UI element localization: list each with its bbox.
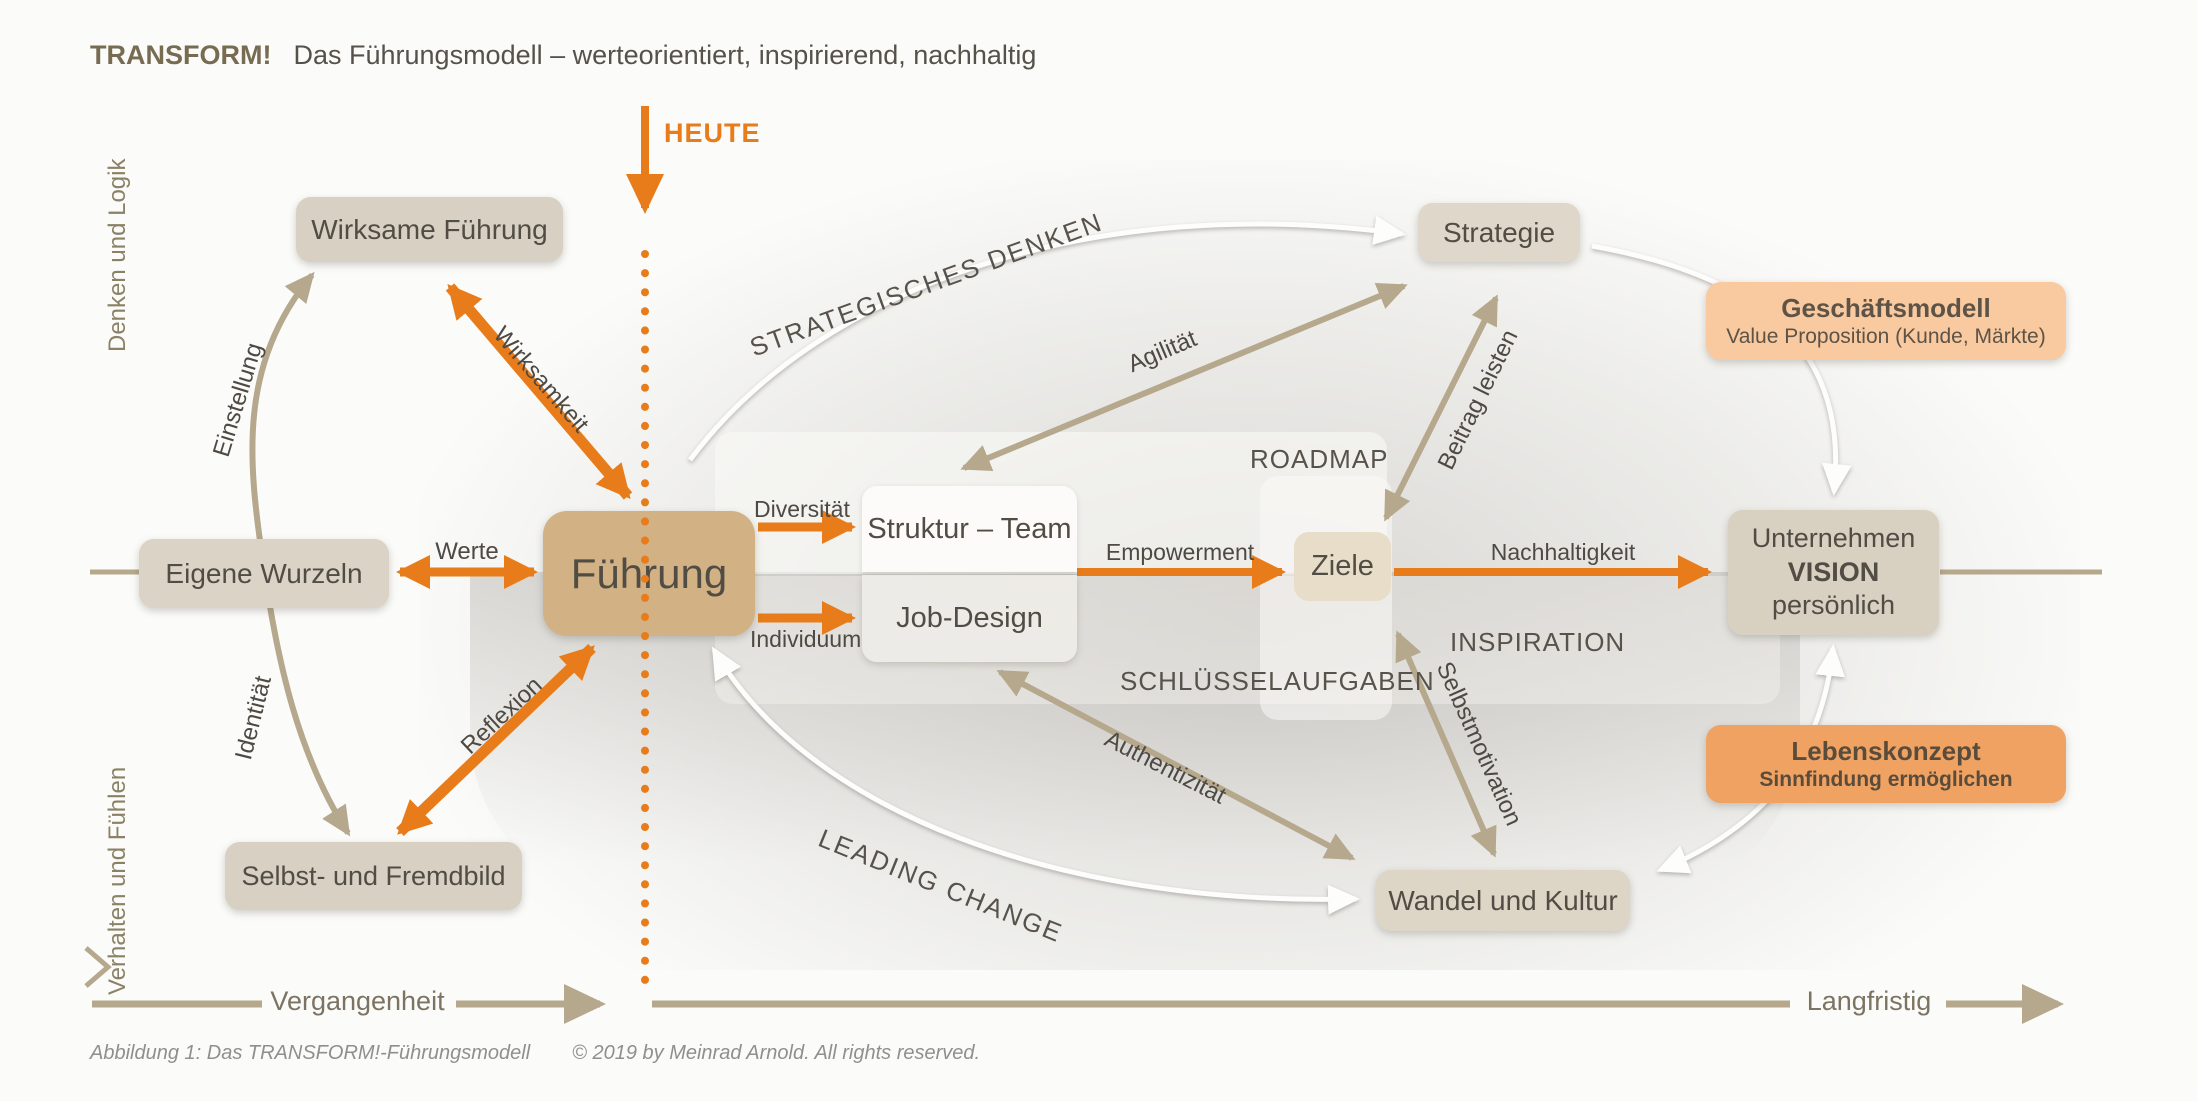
geschaeftsmodell-subtitle: Value Proposition (Kunde, Märkte) <box>1726 325 2046 349</box>
axis-verhalten-und-fuehlen: Verhalten und Fühlen <box>104 766 131 995</box>
node-wandel-kultur: Wandel und Kultur <box>1376 870 1630 931</box>
node-ziele: Ziele <box>1294 532 1391 601</box>
caption-figure: Abbildung 1: Das TRANSFORM!-Führungsmode… <box>90 1042 531 1064</box>
node-job-design: Job-Design <box>862 575 1077 662</box>
brand-name: TRANSFORM! <box>90 40 272 70</box>
label-werte: Werte <box>435 538 499 565</box>
label-individuum: Individuum <box>750 626 862 652</box>
node-selbst-fremdbild-label: Selbst- und Fremdbild <box>241 860 506 891</box>
label-agilitaet: Agilität <box>1123 325 1201 379</box>
label-reflexion: Reflexion <box>455 671 548 760</box>
node-unternehmen-vision: Unternehmen VISION persönlich <box>1728 510 1939 635</box>
figure-caption: Abbildung 1: Das TRANSFORM!-Führungsmode… <box>90 1042 980 1065</box>
node-struktur-team: Struktur – Team <box>862 486 1077 572</box>
vision-line-unternehmen: Unternehmen <box>1751 522 1916 553</box>
zone-leading-change: LEADING CHANGE <box>814 822 1068 949</box>
node-lebenskonzept: Lebenskonzept Sinnfindung ermöglichen <box>1706 725 2066 803</box>
label-beitrag-leisten: Beitrag leisten <box>1432 325 1524 475</box>
zone-schluesselaufgaben: SCHLÜSSELAUFGABEN <box>1120 666 1435 696</box>
node-selbst-fremdbild: Selbst- und Fremdbild <box>225 842 522 910</box>
geschaeftsmodell-title: Geschäftsmodell <box>1781 292 1991 323</box>
axis-langfristig: Langfristig <box>1806 986 1932 1016</box>
caption-copyright: © 2019 by Meinrad Arnold. All rights res… <box>572 1042 981 1064</box>
zone-strategisches-denken: STRATEGISCHES DENKEN <box>745 206 1107 363</box>
node-struktur-team-label: Struktur – Team <box>867 512 1072 545</box>
node-ziele-label: Ziele <box>1311 550 1374 582</box>
node-wirksame-fuehrung: Wirksame Führung <box>296 197 563 262</box>
zone-inspiration: INSPIRATION <box>1450 627 1626 657</box>
axis-heute: HEUTE <box>664 118 761 148</box>
lebenskonzept-subtitle: Sinnfindung ermöglichen <box>1759 768 2013 792</box>
vision-line-persoenlich: persönlich <box>1771 590 1896 621</box>
node-job-design-label: Job-Design <box>896 602 1043 634</box>
node-geschaeftsmodell: Geschäftsmodell Value Proposition (Kunde… <box>1706 282 2066 360</box>
label-nachhaltigkeit: Nachhaltigkeit <box>1490 539 1636 565</box>
label-wirksamkeit: Wirksamkeit <box>487 321 594 438</box>
label-identitaet: Identität <box>230 673 277 763</box>
zone-roadmap: ROADMAP <box>1250 444 1389 474</box>
page-title: TRANSFORM! Das Führungsmodell – werteori… <box>90 40 1036 71</box>
node-fuehrung: Führung <box>543 511 755 636</box>
label-empowerment: Empowerment <box>1105 539 1255 565</box>
node-fuehrung-label: Führung <box>570 549 728 597</box>
node-strategie: Strategie <box>1418 203 1580 262</box>
label-authentizitaet: Authentizität <box>1100 725 1231 810</box>
axis-vergangenheit: Vergangenheit <box>270 986 445 1016</box>
node-wirksame-fuehrung-label: Wirksame Führung <box>311 213 548 245</box>
node-eigene-wurzeln: Eigene Wurzeln <box>139 539 389 608</box>
node-strategie-label: Strategie <box>1442 216 1556 248</box>
axis-denken-und-logik: Denken und Logik <box>104 158 131 352</box>
vision-line-vision: VISION <box>1787 556 1880 587</box>
node-eigene-wurzeln-label: Eigene Wurzeln <box>165 557 363 589</box>
lebenskonzept-title: Lebenskonzept <box>1791 735 1981 766</box>
title-text: Das Führungsmodell – werteorientiert, in… <box>293 40 1037 70</box>
node-wandel-kultur-label: Wandel und Kultur <box>1388 884 1618 916</box>
label-diversitaet: Diversität <box>754 496 850 522</box>
label-einstellung: Einstellung <box>207 339 269 460</box>
